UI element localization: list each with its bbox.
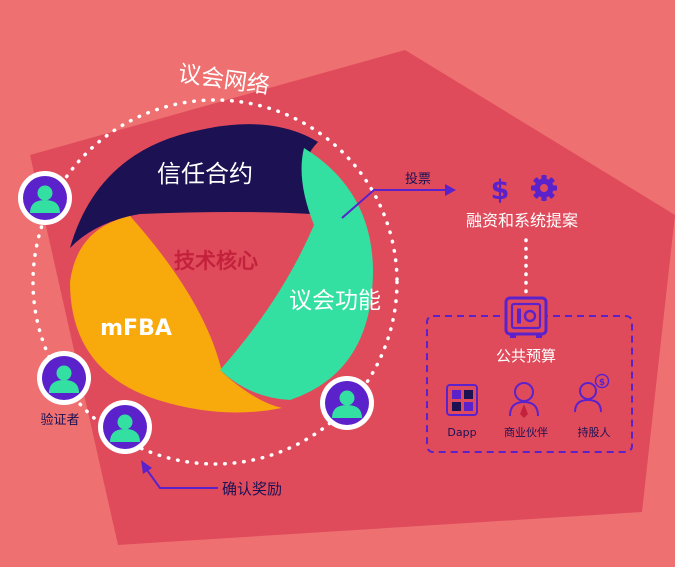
safe-icon [504,296,548,338]
mfba-segment [70,216,282,413]
validator-avatar-bottom [98,400,152,454]
trust-contract-label: 信任合约 [157,160,253,188]
proposal-label: 融资和系统提案 [466,211,578,230]
public-budget-label: 公共预算 [496,347,556,365]
reward-arrow [141,460,218,489]
validator-avatar-right [320,376,374,430]
vote-label: 投票 [405,171,431,187]
network-dotted-ring [31,98,399,466]
network-label: 议会网络 [177,61,272,100]
dollar-icon: $ [491,175,510,206]
shareholder-icon: $ [574,373,610,413]
budget-item-shareholder: 持股人 [578,425,611,439]
svg-text:$: $ [491,175,510,206]
council-function-segment [220,148,373,400]
budget-item-dapp: Dapp [447,426,476,439]
trust-contract-segment [70,124,318,248]
core-label: 技术核心 [174,249,258,273]
reward-label: 确认奖励 [222,480,282,498]
vote-arrow [341,184,456,219]
mfba-label: mFBA [100,316,172,341]
budget-item-partner: 商业伙伴 [504,425,548,439]
validator-label: 验证者 [40,412,79,428]
validator-avatar-top-left [18,171,72,225]
dapp-icon [446,384,478,416]
svg-text:$: $ [599,378,605,388]
council-function-label: 议会功能 [289,288,381,314]
validator-avatar-left [37,351,91,405]
partner-icon [509,382,539,418]
gear-icon [531,175,557,201]
